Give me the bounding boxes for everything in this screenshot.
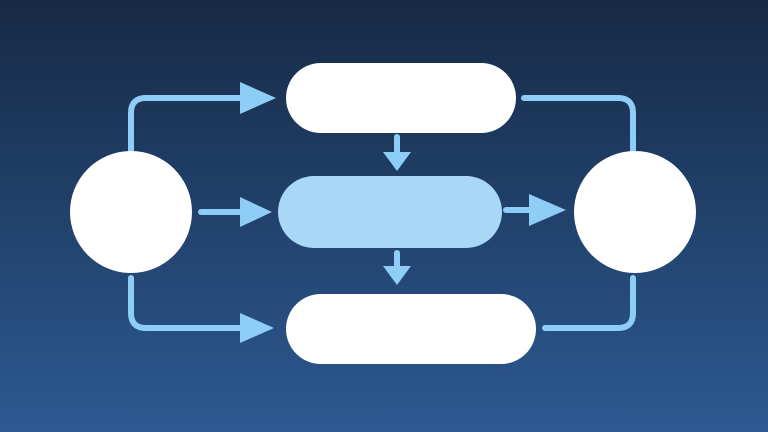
arrowhead-middle-to-bottom xyxy=(383,266,411,285)
top-pill-node xyxy=(286,63,516,133)
connector-left-to-top xyxy=(128,95,243,155)
connector-left-to-bottom xyxy=(128,275,243,331)
connectors xyxy=(128,95,636,331)
right-circle-node xyxy=(574,151,696,273)
arrowhead-into-top-pill xyxy=(240,82,276,114)
arrowhead-into-middle-pill xyxy=(240,197,272,227)
arrowheads xyxy=(240,82,566,343)
bottom-pill-node xyxy=(286,294,536,364)
arrowhead-top-to-middle xyxy=(383,152,411,171)
arrowhead-into-right-circle xyxy=(529,194,566,226)
connector-bottom-to-right xyxy=(542,275,636,331)
middle-pill-node xyxy=(278,176,502,248)
nodes xyxy=(70,63,696,364)
connector-top-to-right xyxy=(521,95,636,155)
left-circle-node xyxy=(70,151,192,273)
arrowhead-into-bottom-pill xyxy=(240,313,274,343)
